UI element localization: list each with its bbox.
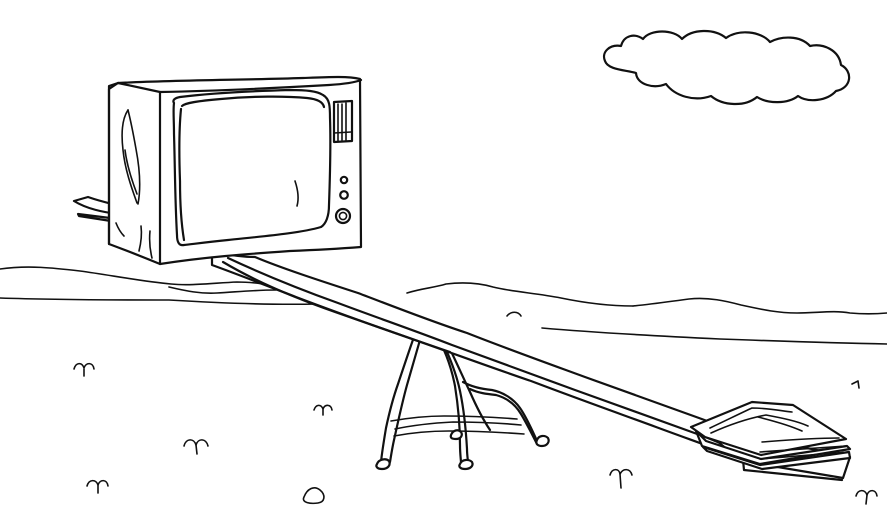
book-stack (689, 400, 852, 471)
ground-details (73, 362, 878, 505)
cloud (602, 29, 851, 106)
television (107, 75, 363, 266)
horizon-hills (0, 266, 887, 345)
